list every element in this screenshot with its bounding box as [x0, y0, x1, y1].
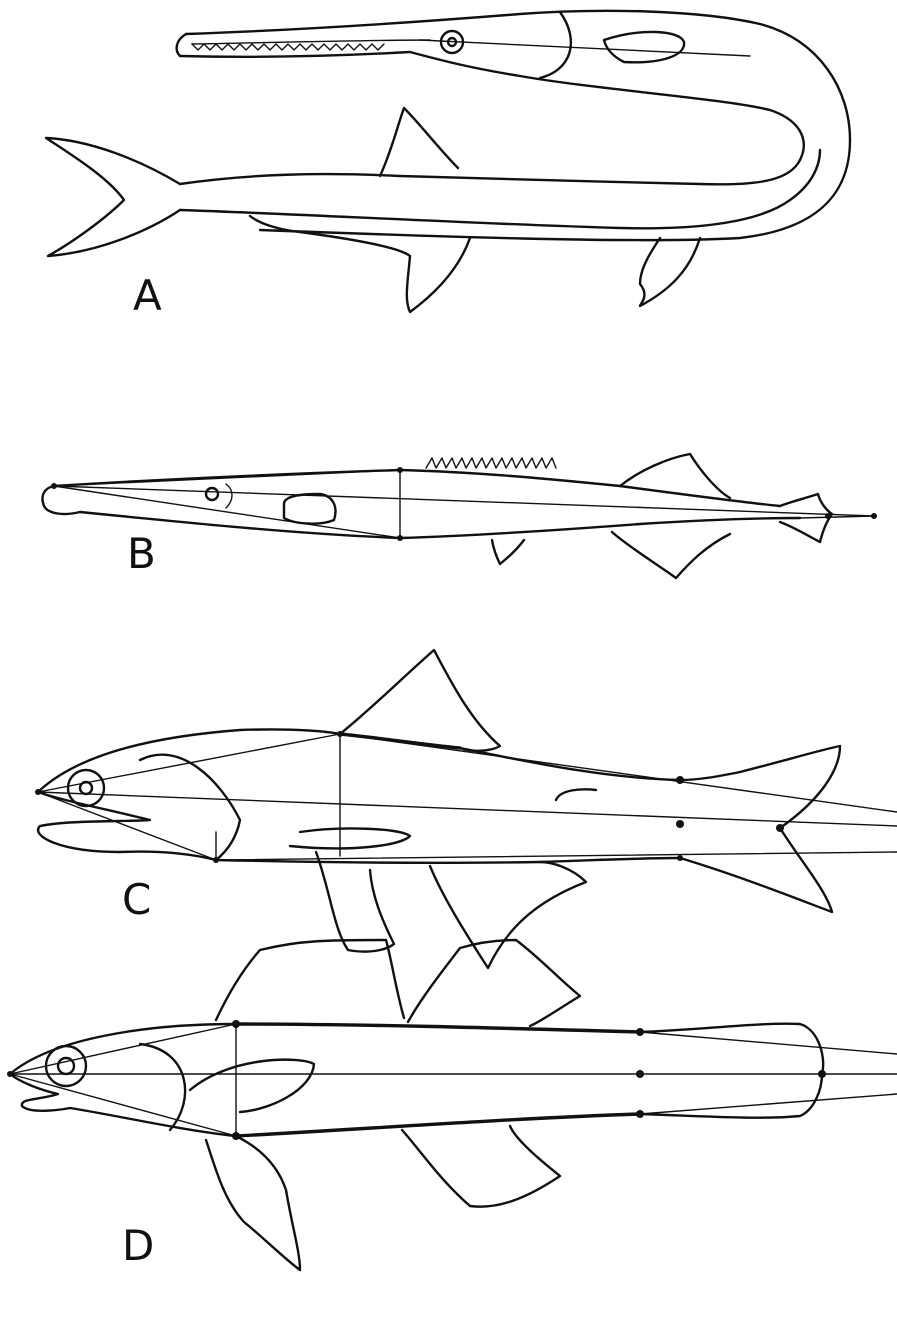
panel-b-fish-outline: [42, 454, 877, 578]
panel-d-label: D: [122, 1221, 154, 1270]
panel-b-label: B: [127, 529, 156, 578]
panel-d: D: [7, 940, 897, 1270]
panel-b: B: [42, 454, 877, 578]
panel-a-label: A: [133, 271, 162, 320]
panel-a: A: [46, 11, 850, 320]
panel-c-fish-outline: [35, 650, 897, 968]
panel-c-label: C: [122, 875, 151, 924]
panel-c: C: [35, 650, 897, 968]
panel-a-fish-outline: [46, 11, 850, 312]
